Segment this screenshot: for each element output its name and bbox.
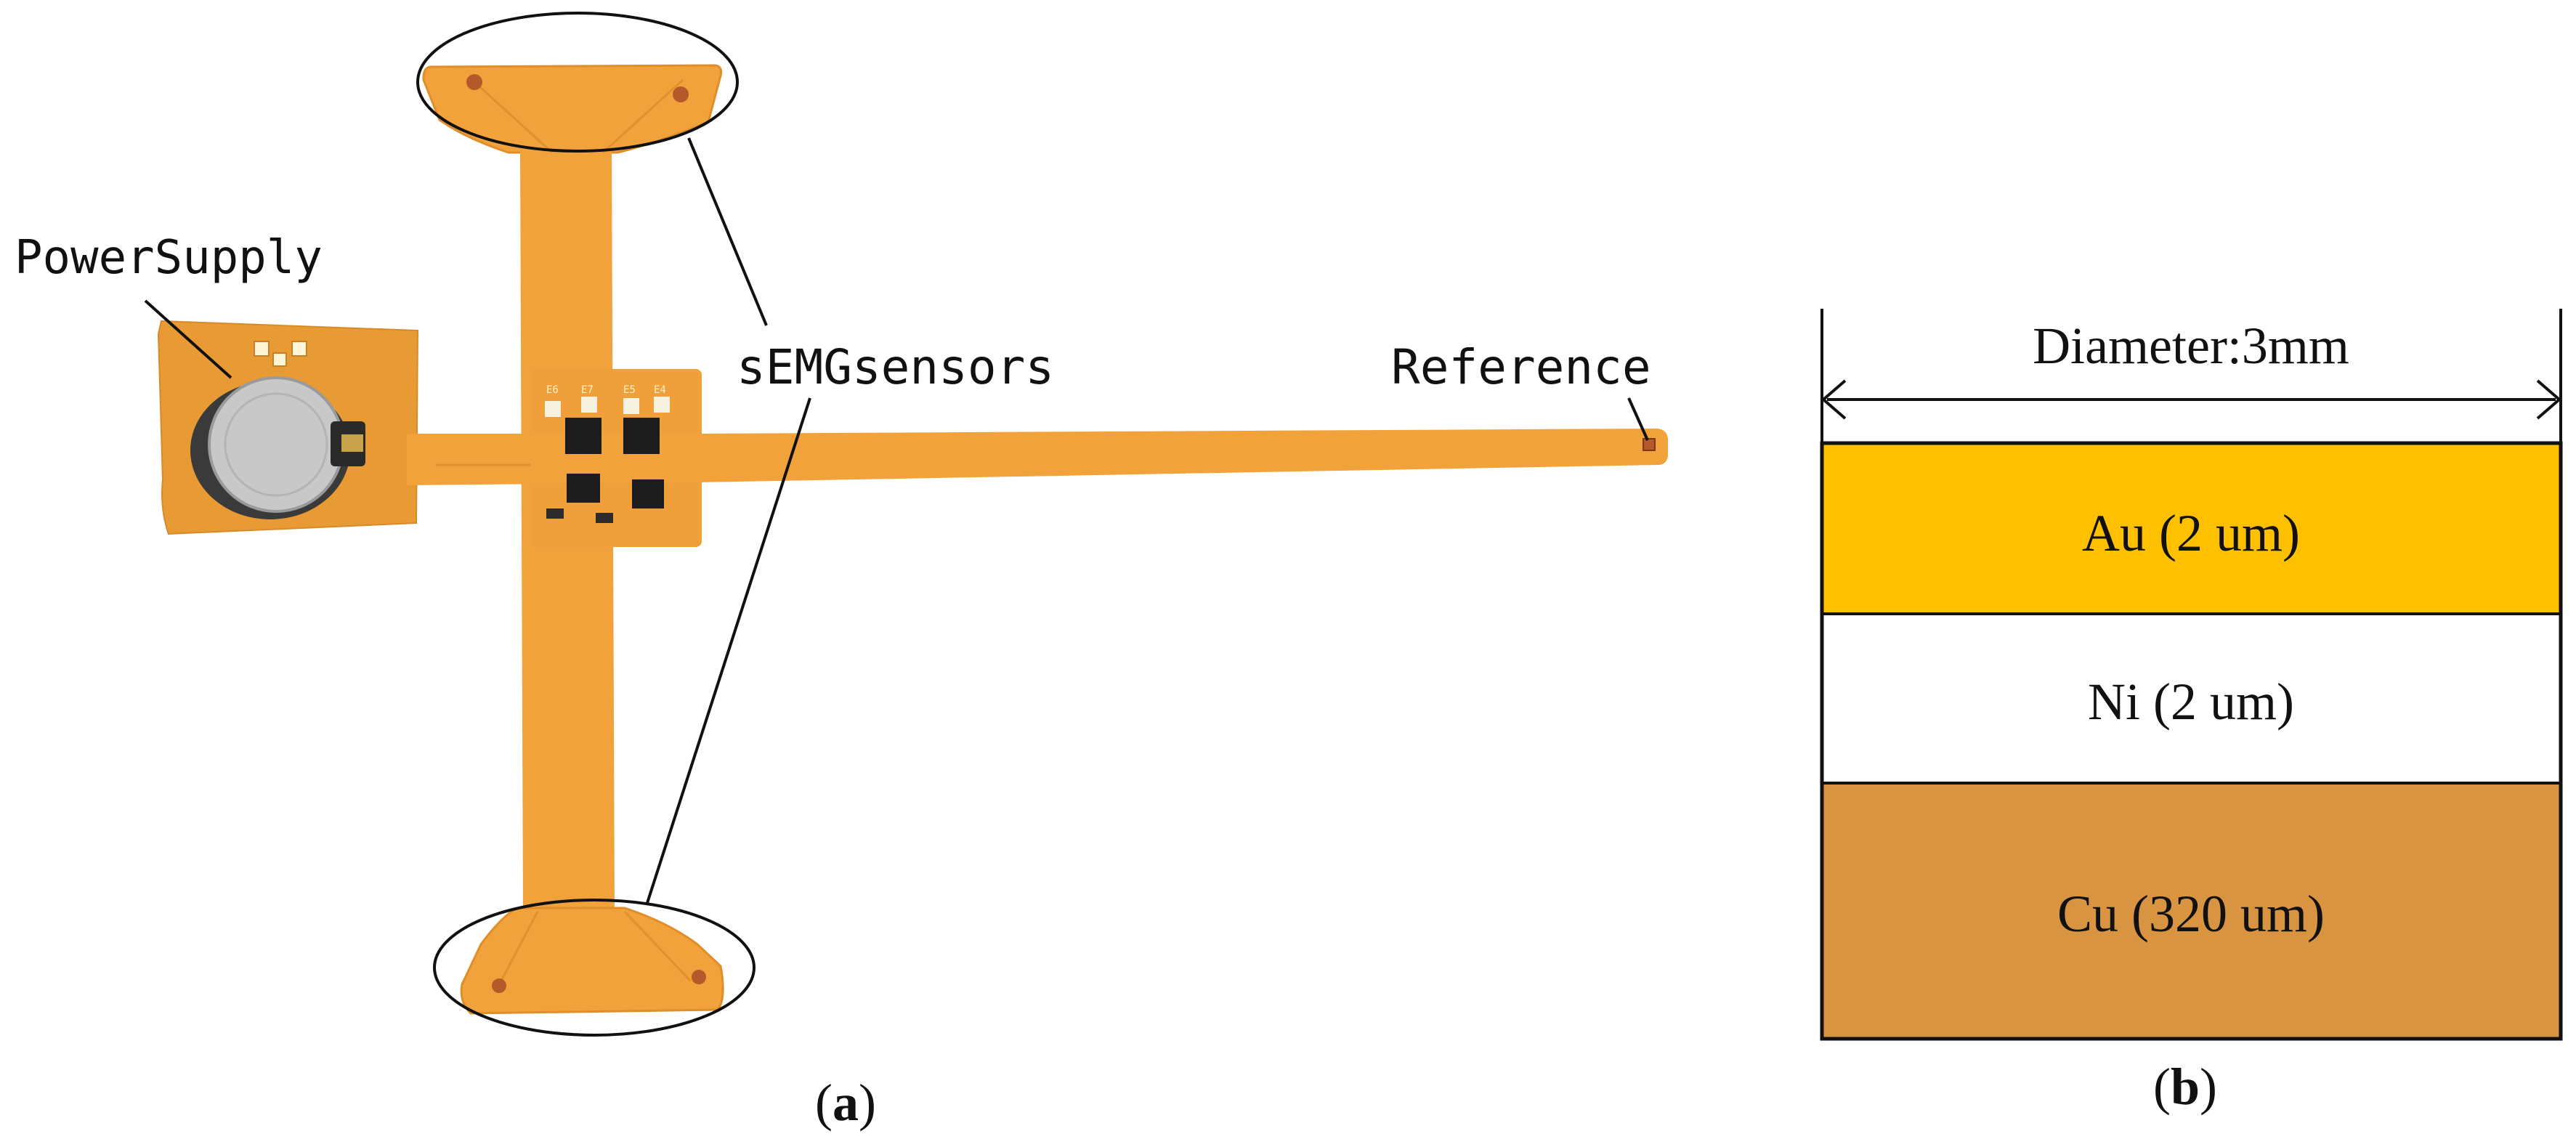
arrow-left-icon — [1820, 379, 1847, 420]
panel-a-label: (a) — [815, 1074, 876, 1132]
panel-b-label: (b) — [2153, 1058, 2217, 1116]
layer-au-label: Au (2 um) — [2082, 504, 2300, 562]
reference-arm — [407, 429, 1668, 485]
layer-ni — [1822, 614, 2561, 783]
flex-pcb-photo: E6 E7 E5 E4 — [157, 64, 1668, 1015]
panel-a: E6 E7 E5 E4 PowerSupply sEMGsensors Refe… — [15, 12, 1668, 1132]
semg-leader-bottom — [645, 397, 811, 906]
layer-stack-outline — [1820, 441, 2563, 1041]
coin-cell-battery — [190, 376, 365, 519]
top-electrode-circle — [416, 12, 739, 153]
powersupply-label: PowerSupply — [15, 231, 323, 285]
powersupply-leader — [144, 299, 232, 379]
electrode-pad — [492, 978, 506, 993]
reference-label: Reference — [1391, 339, 1651, 395]
board-pad — [291, 341, 307, 357]
reference-pad — [1643, 438, 1656, 451]
electrode-pad — [466, 74, 482, 90]
layer-cu-label: Cu (320 um) — [2057, 885, 2325, 943]
semg-sensors-label: sEMGsensors — [737, 339, 1054, 395]
reference-leader — [1627, 397, 1649, 441]
ic-chips — [545, 397, 670, 523]
layer-cu — [1822, 783, 2561, 1039]
semg-leader-top — [687, 137, 768, 326]
silkscreen-e5: E5 — [623, 384, 636, 396]
top-electrode-head — [422, 64, 723, 154]
bottom-electrode-circle — [433, 899, 756, 1037]
electrode-pad — [692, 970, 706, 984]
board-pad — [254, 341, 270, 357]
bottom-electrode-head — [460, 907, 724, 1015]
panel-b: Diameter:3mm Au (2 um) Ni (2 um) Cu (320… — [1820, 309, 2563, 1116]
arrow-right-icon — [2536, 379, 2562, 420]
silkscreen-e7: E7 — [581, 384, 594, 396]
layer-ni-label: Ni (2 um) — [2088, 673, 2294, 731]
electrode-pad — [673, 86, 689, 102]
layer-au — [1822, 443, 2561, 614]
traces — [436, 78, 692, 982]
silkscreen-e4: E4 — [654, 384, 666, 396]
diameter-label: Diameter:3mm — [2033, 317, 2349, 375]
silkscreen-e6: E6 — [546, 384, 559, 396]
board-pad — [272, 352, 287, 367]
